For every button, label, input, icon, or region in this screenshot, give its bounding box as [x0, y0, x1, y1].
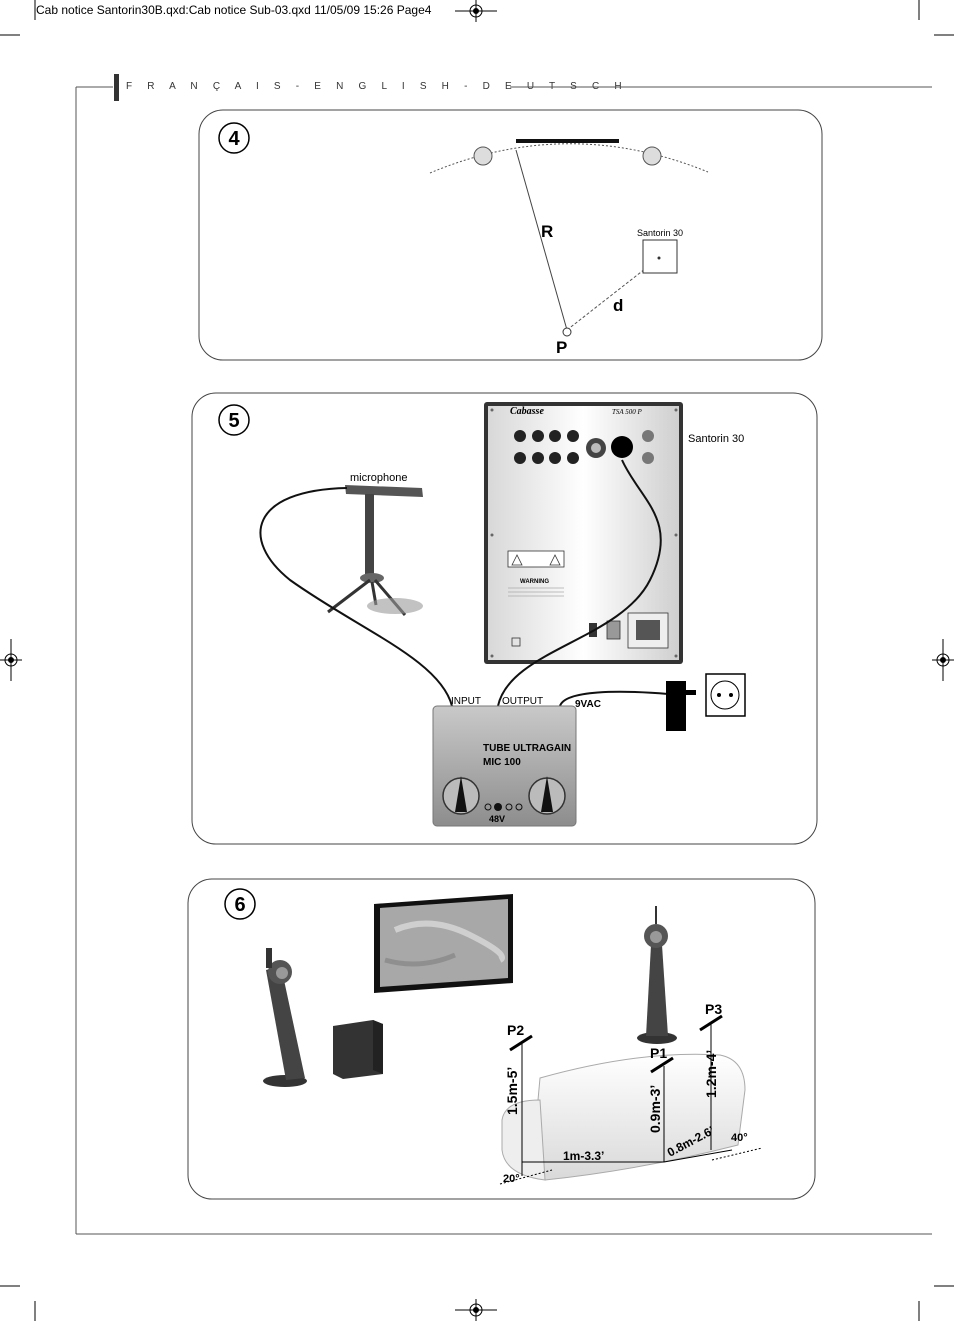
registration-mark-top [455, 0, 497, 22]
output-label: OUTPUT [502, 696, 543, 707]
angle-right: 40° [731, 1132, 748, 1144]
registration-mark-right [932, 639, 954, 681]
figure-5-number: 5 [228, 410, 239, 432]
power-cable [559, 690, 669, 707]
panel-warning-text: WARNING [520, 579, 549, 585]
figure-5: 5 Cabasse TSA 500 P [191, 392, 818, 845]
figure-4-badge [218, 122, 250, 154]
figure-4: 4 Santorin 30 R d P [198, 109, 823, 361]
speaker-right [642, 146, 662, 166]
subwoofer-cube [333, 1020, 383, 1079]
label-p2: P2 [507, 1022, 524, 1038]
power-switch [606, 620, 621, 640]
input-label: INPUT [451, 696, 481, 707]
slug-page: Page4 [396, 3, 432, 17]
preamp-knob-left [442, 776, 480, 815]
height-p2: 1.5m-5’ [504, 1067, 520, 1115]
output-cable [497, 459, 662, 707]
width-distance: 1m-3.3’ [563, 1149, 604, 1163]
subwoofer-box [642, 239, 678, 274]
figure-5-badge [218, 404, 250, 436]
height-p3: 1.2m-4’ [703, 1050, 719, 1098]
registration-mark-bottom [455, 1299, 497, 1321]
panel-fine-print [508, 587, 564, 597]
label-p1: P1 [650, 1045, 667, 1061]
angle-left: 20° [503, 1173, 520, 1185]
power-label: 9VAC [575, 699, 601, 710]
figure-6-badge [224, 888, 256, 920]
panel-brand: Cabasse [510, 406, 544, 417]
language-header: F R A N Ç A I S - E N G L I S H - D E U … [126, 81, 628, 92]
label-p: P [556, 338, 567, 357]
slug-date: 11/05/09 [314, 3, 361, 17]
speaker-left [473, 146, 493, 166]
header-accent-bar [114, 74, 119, 101]
label-p3: P3 [705, 1001, 722, 1017]
figure-6-number: 6 [234, 894, 245, 916]
microphone-label: microphone [350, 472, 407, 484]
panel-model: TSA 500 P [612, 408, 643, 416]
floor-speaker-right [637, 906, 677, 1044]
input-cable [259, 487, 453, 707]
registration-mark-left [0, 639, 22, 681]
figure-4-number: 4 [228, 128, 240, 150]
measurement-lines [499, 1014, 763, 1185]
panel-screw-holes [490, 408, 678, 658]
label-r: R [541, 222, 553, 241]
balanced-input-jack [611, 436, 633, 458]
page-frame [75, 86, 932, 1235]
slug-time: 15:26 [363, 3, 394, 17]
phantom-leds [484, 803, 523, 811]
warning-label [507, 550, 565, 568]
preamp-name: TUBE ULTRAGAIN [483, 743, 571, 754]
screen-bar [516, 139, 619, 143]
microphone-illustration [327, 485, 423, 616]
phantom-label: 48V [489, 814, 505, 824]
sofa [501, 1053, 746, 1181]
floor-speaker-left [263, 948, 307, 1087]
subwoofer-label: Santorin 30 [637, 228, 683, 238]
label-d: d [613, 296, 623, 315]
listener-point [562, 327, 572, 337]
preamp-knob-right [528, 776, 566, 815]
slug-file: Cab notice Santorin30B.qxd:Cab notice Su… [36, 3, 311, 17]
radius-line [515, 149, 568, 331]
power-adapter [666, 681, 686, 731]
preamp-model: MIC 100 [483, 757, 521, 768]
height-p1: 0.9m-3’ [647, 1085, 663, 1133]
panel-connectors [514, 430, 654, 464]
figure-6: 6 [187, 878, 816, 1200]
print-slug: Cab notice Santorin30B.qxd:Cab notice Su… [36, 3, 431, 17]
santorin-label: Santorin 30 [688, 433, 744, 445]
